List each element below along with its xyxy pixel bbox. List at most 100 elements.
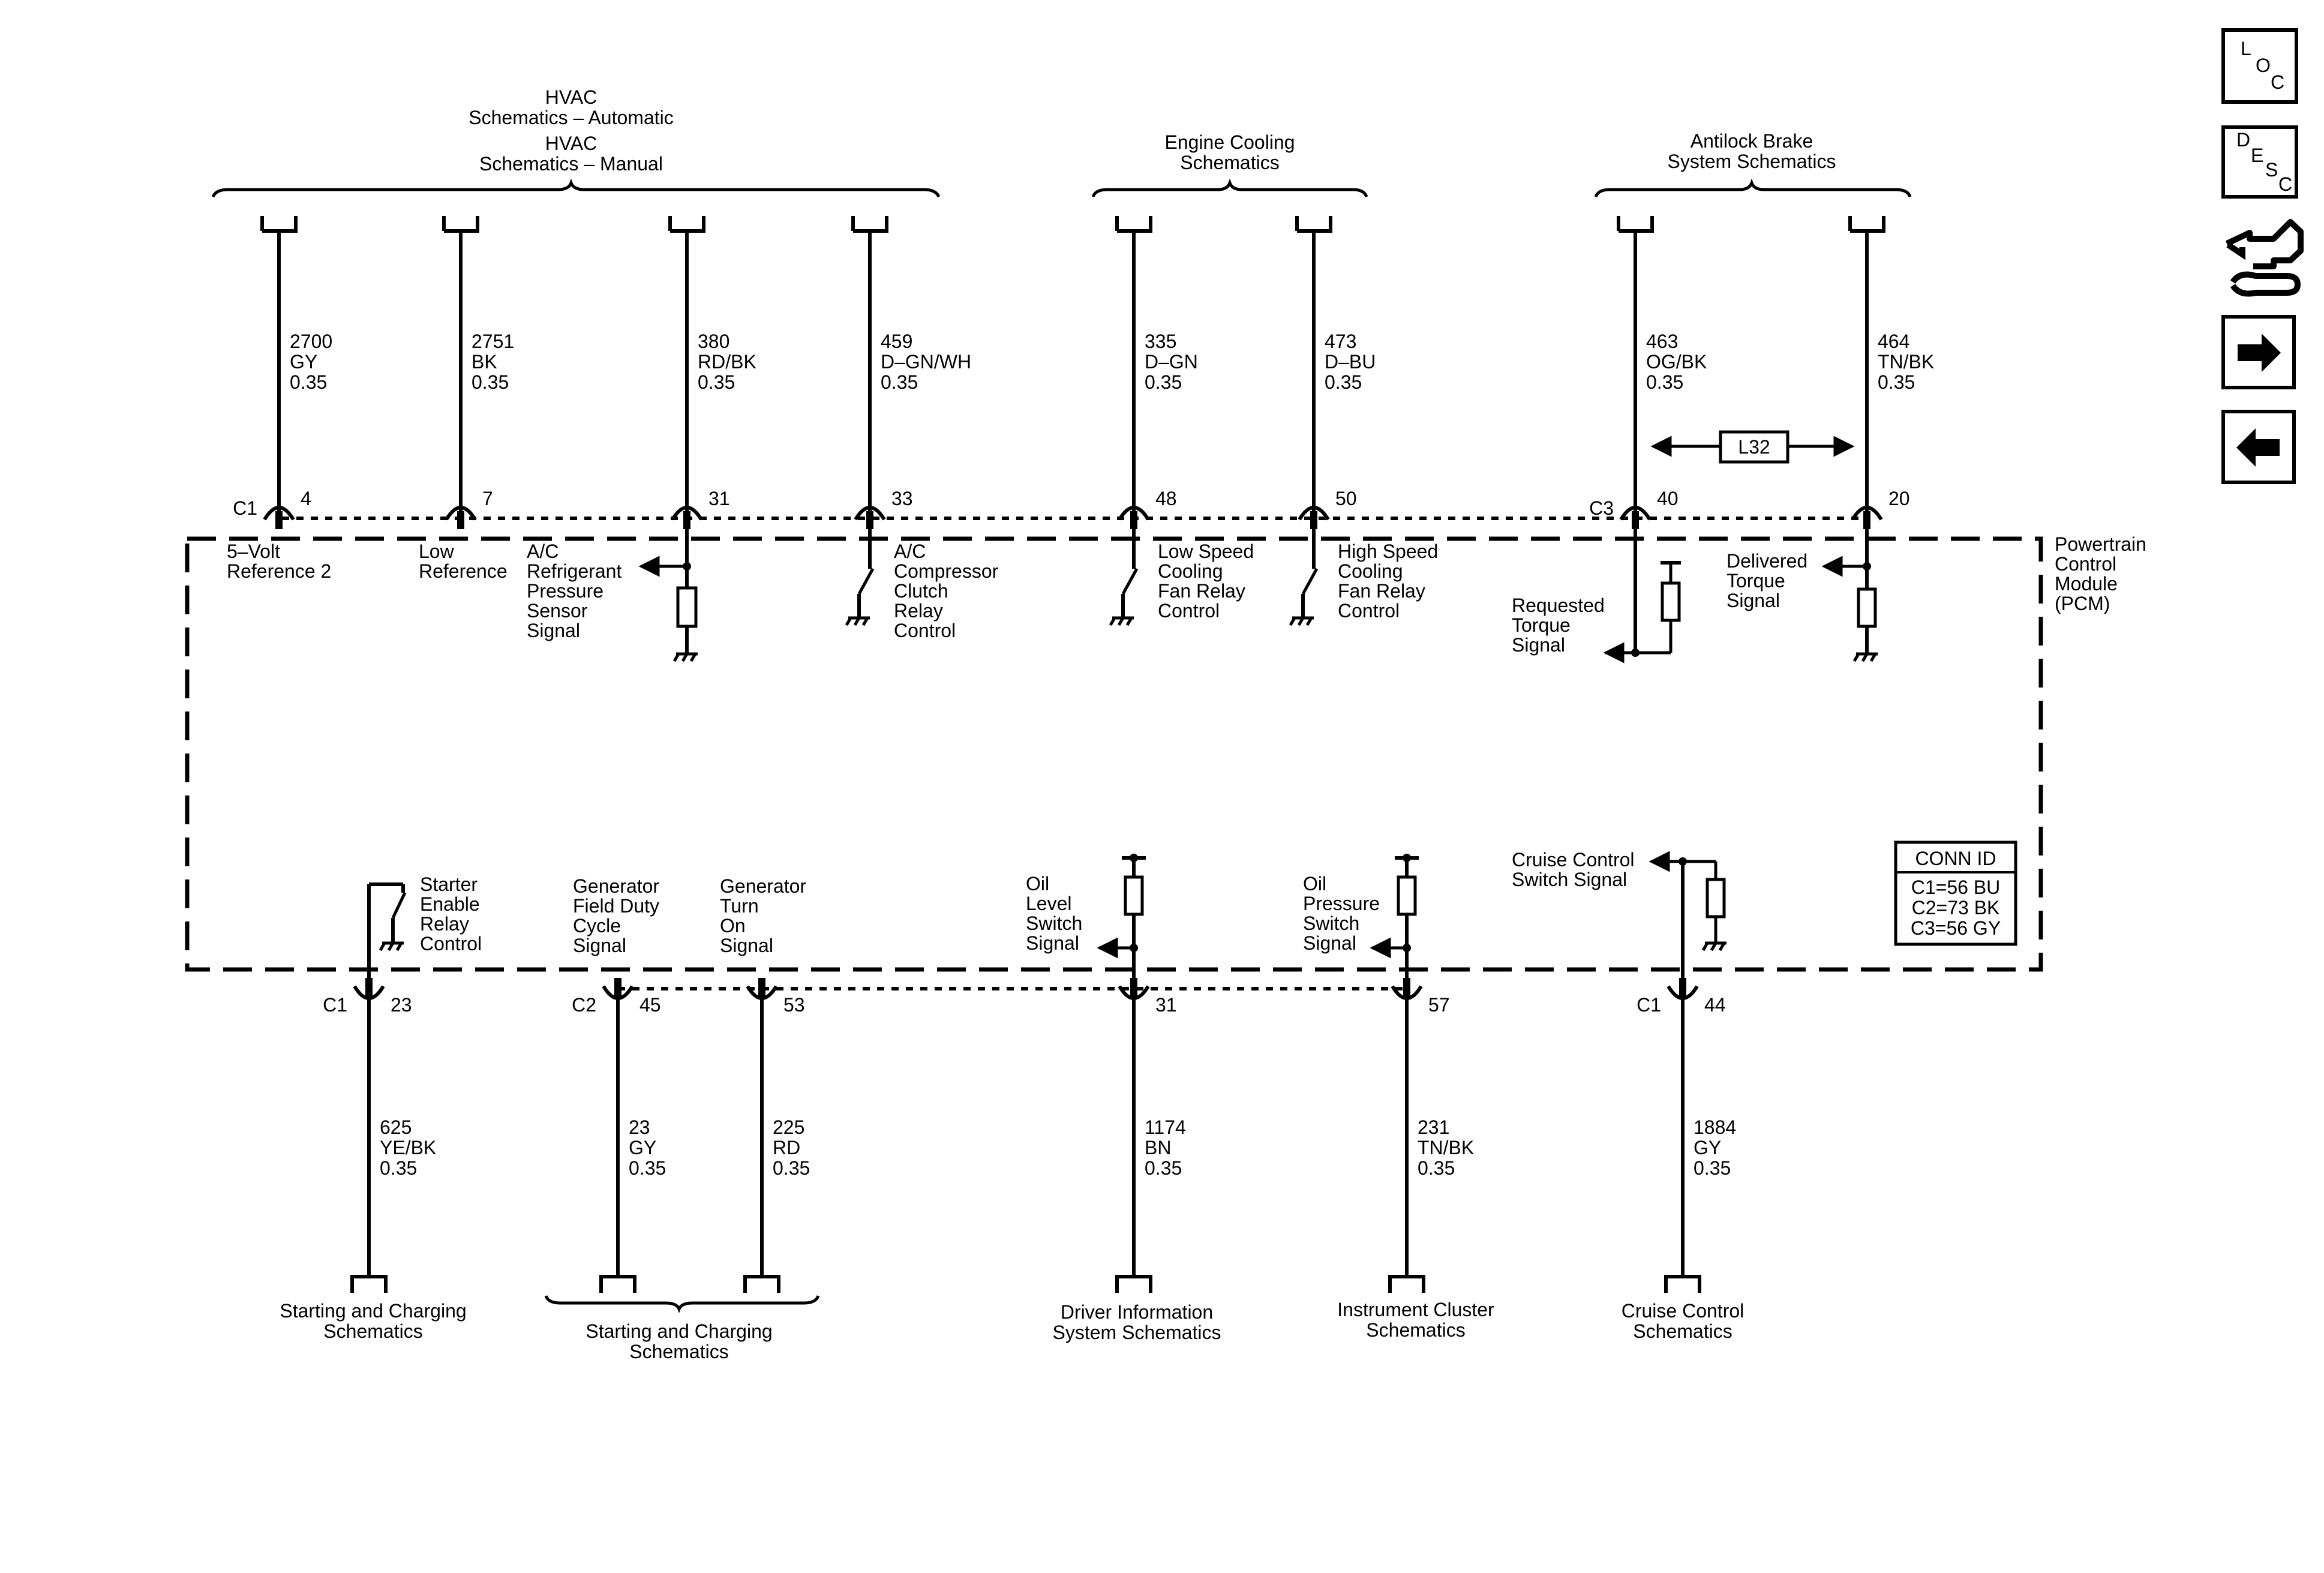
top-group-engine-cooling[interactable]: Engine Cooling Schematics	[1091, 131, 1368, 197]
group-line: HVAC	[545, 133, 597, 154]
signal-label: Generator	[720, 875, 806, 897]
signal-label: Signal	[1303, 932, 1356, 954]
bottom-group-driver-information[interactable]: Driver Information System Schematics	[1053, 1301, 1221, 1343]
wire-size: 0.35	[881, 371, 918, 393]
arrow-left-icon[interactable]	[2221, 410, 2296, 484]
wire-circuit-number: 225	[773, 1116, 804, 1138]
option-tag-l32: L32	[1650, 430, 1855, 464]
signal-label: Sensor	[527, 600, 588, 622]
svg-text:(PCM): (PCM)	[2055, 593, 2110, 614]
pin-number: 31	[1155, 994, 1177, 1016]
signal-label: Signal	[1727, 590, 1780, 611]
group-bracket	[1594, 178, 1912, 197]
arrow-right-icon[interactable]	[2221, 315, 2296, 389]
internal-switch-ac-clutch	[845, 528, 875, 626]
signal-label: Starter	[420, 873, 478, 895]
connector-cup	[263, 506, 295, 521]
signal-label: Control	[894, 620, 956, 641]
wire-size: 0.35	[629, 1157, 666, 1179]
signal-label: Level	[1026, 893, 1072, 914]
wire-color: GY	[629, 1137, 656, 1158]
wire-terminal	[442, 216, 479, 233]
svg-text:System Schematics: System Schematics	[1053, 1322, 1221, 1343]
wire-circuit-number: 23	[629, 1116, 650, 1138]
signal-label: High Speed	[1338, 541, 1438, 562]
connector-id: C1	[323, 994, 347, 1016]
top-group-hvac[interactable]: HVAC Schematics – Automatic HVAC Schemat…	[211, 86, 941, 198]
connector-cup	[1667, 985, 1699, 1000]
pullup-resistor	[1661, 581, 1681, 622]
internal-switch-starter-enable	[367, 882, 407, 996]
wire-size: 0.35	[698, 371, 735, 393]
pin-number: 33	[891, 488, 913, 509]
group-bracket	[544, 1295, 820, 1313]
wire-circuit-number: 1174	[1145, 1116, 1186, 1138]
svg-text:Control: Control	[2055, 553, 2116, 575]
connector-id: C1	[1637, 994, 1661, 1016]
desc-button[interactable]: D E S C	[2221, 125, 2298, 199]
svg-text:Schematics: Schematics	[323, 1320, 422, 1342]
svg-text:Cruise Control: Cruise Control	[1622, 1300, 1744, 1322]
signal-label: Low Speed	[1158, 541, 1254, 562]
connector-cup	[746, 985, 778, 1000]
connector-harness-icon[interactable]	[2225, 219, 2304, 297]
signal-label: Cruise Control	[1512, 849, 1635, 870]
wire-terminal	[851, 216, 888, 233]
wire-terminal	[743, 1275, 780, 1293]
bottom-group-instrument-cluster[interactable]: Instrument Cluster Schematics	[1337, 1299, 1494, 1341]
bottom-group-starting-charging-2[interactable]: Starting and Charging Schematics	[544, 1295, 820, 1362]
group-line: Engine Cooling	[1164, 131, 1295, 153]
signal-label: Cooling	[1338, 560, 1403, 582]
signal-label: Requested	[1512, 595, 1605, 616]
wire-color: D–BU	[1325, 351, 1376, 373]
wire-size: 0.35	[773, 1157, 810, 1179]
signal-label: Low	[419, 541, 455, 562]
connector-cup	[353, 985, 385, 1000]
wire-size: 0.35	[1694, 1157, 1731, 1179]
wire-circuit-number: 463	[1646, 331, 1678, 352]
signal-label: Signal	[573, 935, 626, 956]
connector-cup	[1851, 506, 1883, 521]
wire-circuit-number: 1884	[1694, 1116, 1736, 1138]
signal-label: Pressure	[527, 580, 603, 602]
group-line: Schematics – Manual	[479, 153, 663, 175]
signal-label: Clutch	[894, 580, 948, 602]
wire-circuit-number: 625	[380, 1116, 412, 1138]
wire-size: 0.35	[1878, 371, 1915, 393]
bottom-wire-625: 625YE/BK0.3523C1StarterEnableRelayContro…	[323, 873, 482, 1293]
svg-text:Schematics: Schematics	[629, 1341, 728, 1362]
signal-label: On	[720, 915, 746, 936]
top-group-antilock-brake[interactable]: Antilock Brake System Schematics	[1594, 130, 1912, 197]
signal-label: Delivered	[1727, 550, 1807, 572]
svg-text:Starting and Charging: Starting and Charging	[585, 1320, 772, 1342]
pullup-resistor	[676, 586, 698, 628]
signal-label: Switch Signal	[1512, 869, 1627, 890]
loc-button[interactable]: L O C	[2221, 28, 2298, 104]
wire-circuit-number: 464	[1878, 331, 1909, 352]
signal-label: Switch	[1303, 912, 1359, 934]
pin-number: 50	[1335, 488, 1357, 509]
signal-label: Generator	[573, 875, 659, 897]
svg-text:S: S	[2265, 159, 2278, 181]
signal-label: Cycle	[573, 915, 621, 936]
ground-symbol	[1701, 941, 1727, 951]
group-line: Antilock Brake	[1691, 130, 1813, 152]
wire-color: D–GN/WH	[881, 351, 971, 373]
svg-text:L: L	[2241, 38, 2251, 59]
bottom-group-cruise-control[interactable]: Cruise Control Schematics	[1622, 1300, 1744, 1342]
bottom-group-starting-charging-1[interactable]: Starting and Charging Schematics	[280, 1300, 466, 1342]
wire-terminal	[599, 1275, 636, 1293]
svg-text:Starting and Charging: Starting and Charging	[280, 1300, 466, 1322]
ground-symbol	[1109, 616, 1134, 626]
option-tag-text: L32	[1738, 436, 1770, 458]
wire-color: GY	[290, 351, 317, 373]
group-line: Schematics – Automatic	[469, 107, 673, 128]
wire-size: 0.35	[472, 371, 509, 393]
connector-cup	[602, 985, 634, 1000]
conn-id-title: CONN ID	[1915, 848, 1996, 869]
wire-terminal	[1664, 1275, 1701, 1293]
